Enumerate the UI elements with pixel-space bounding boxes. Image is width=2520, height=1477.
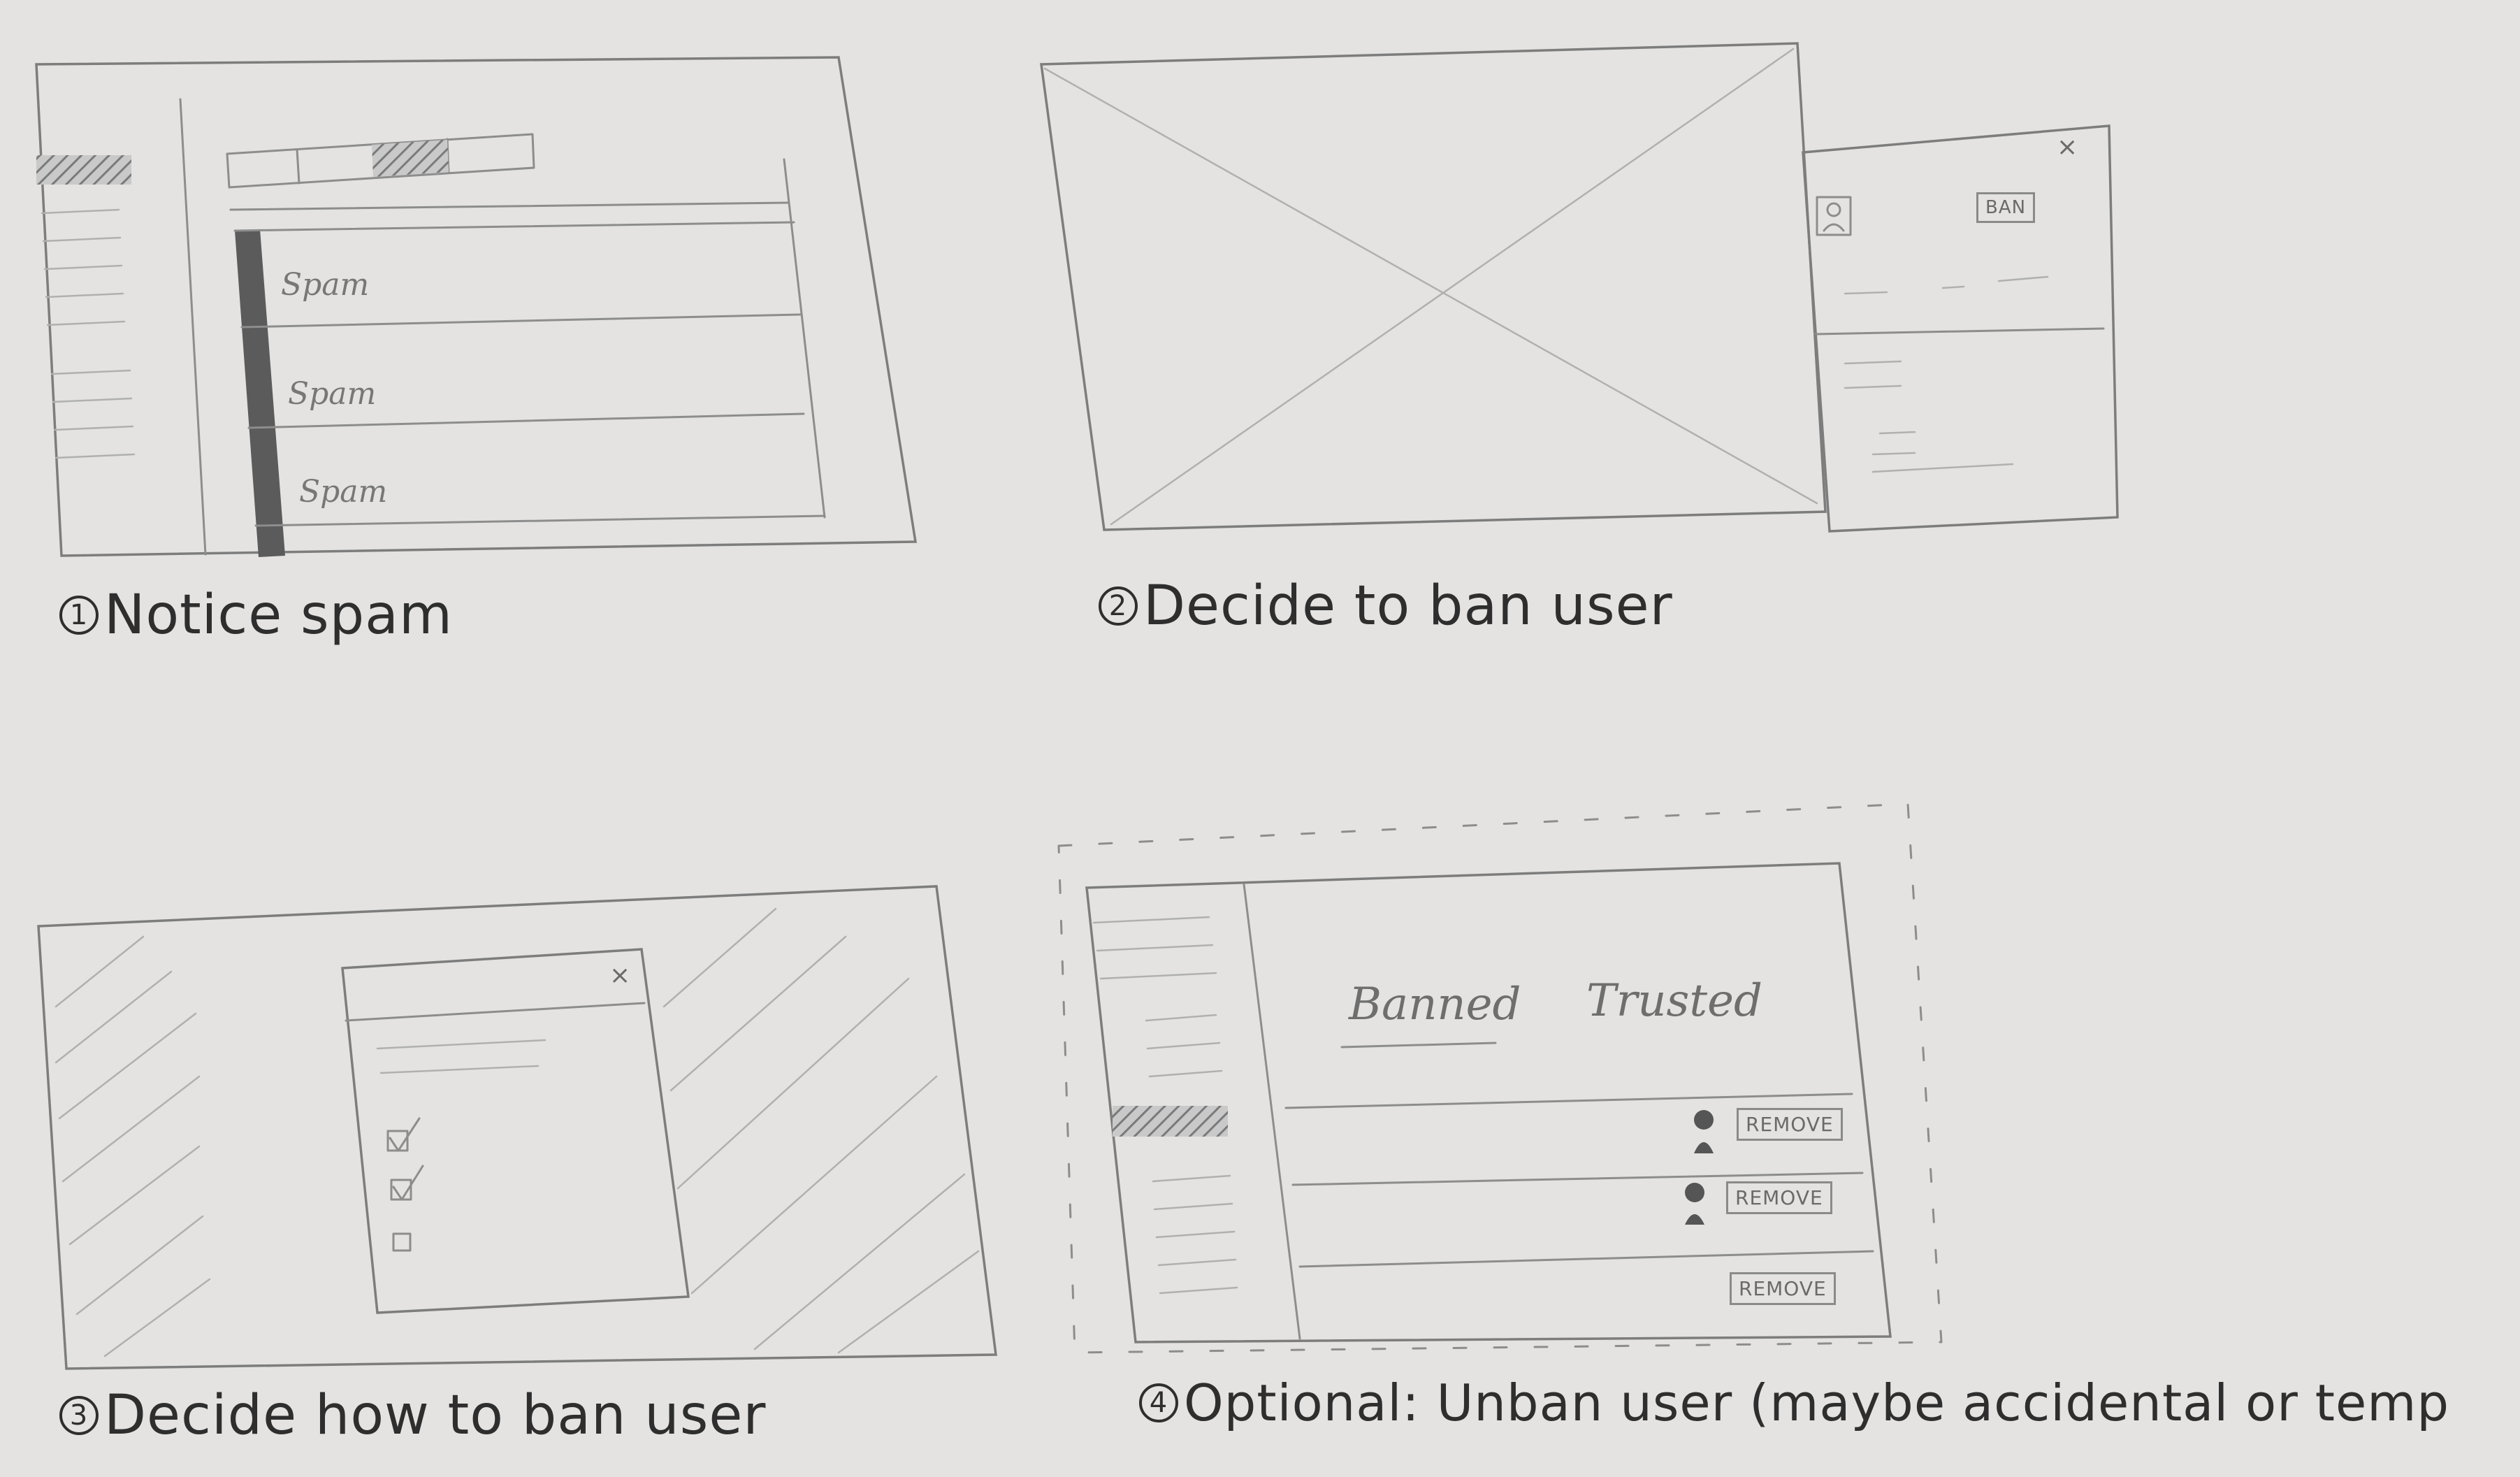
optional-dashed-frame xyxy=(1057,802,1943,1354)
dialog-text-lines xyxy=(376,1039,546,1074)
step-number: 2 xyxy=(1099,586,1138,626)
row-divider-2 xyxy=(240,313,802,329)
overlay-hatching xyxy=(55,907,980,1357)
caption-step-2: 2 Decide to ban user xyxy=(1099,575,1673,637)
sidebar-items xyxy=(41,208,136,459)
spam-row-2: Spam xyxy=(288,376,376,412)
list-right-edge xyxy=(783,158,826,519)
panel4-frame xyxy=(1085,862,1892,1343)
list-divider-1 xyxy=(1284,1093,1853,1109)
caption-step-1: 1 Notice spam xyxy=(59,584,453,647)
tab-banned[interactable]: Banned xyxy=(1349,979,1521,1030)
panel2-image-frame xyxy=(1040,42,1827,531)
caption-text: Decide how to ban user xyxy=(104,1384,767,1447)
tab-trusted[interactable]: Trusted xyxy=(1586,975,1762,1027)
panel1-frame xyxy=(35,56,918,557)
user-icon xyxy=(1816,196,1852,236)
tab-bar xyxy=(226,133,535,189)
dialog-close-icon[interactable]: × xyxy=(609,961,631,990)
panel4-sidebar-selected xyxy=(1113,1106,1228,1137)
checkbox-3[interactable] xyxy=(392,1232,412,1252)
drawer-close-icon[interactable]: × xyxy=(2057,133,2078,161)
remove-button-1[interactable]: REMOVE xyxy=(1737,1108,1843,1141)
avatar-icon-1 xyxy=(1694,1110,1714,1153)
dialog-header-line xyxy=(345,1002,646,1022)
row-divider-3 xyxy=(247,412,805,429)
panel-unban xyxy=(1057,802,1943,1354)
spam-row-1: Spam xyxy=(281,267,369,303)
panel3-frame xyxy=(37,885,997,1370)
checkbox-2[interactable] xyxy=(390,1165,424,1201)
checkbox-1[interactable] xyxy=(386,1117,421,1152)
list-header-line xyxy=(229,201,790,211)
caption-text: Notice spam xyxy=(104,584,453,647)
avatar-icon-2 xyxy=(1685,1183,1704,1225)
caption-step-4: 4 Optional: Unban user (maybe accidental… xyxy=(1139,1374,2449,1432)
panel-decide-ban xyxy=(1040,42,2119,533)
panel4-sidebar-items xyxy=(1092,916,1238,1295)
caption-step-3: 3 Decide how to ban user xyxy=(59,1384,766,1447)
remove-button-2[interactable]: REMOVE xyxy=(1726,1181,1832,1214)
row-divider-4 xyxy=(254,514,826,527)
step-number: 4 xyxy=(1139,1383,1178,1422)
caption-text: Optional: Unban user (maybe accidental o… xyxy=(1184,1374,2450,1432)
placeholder-diagonal-2 xyxy=(1110,48,1795,526)
side-drawer xyxy=(1802,124,2119,533)
row-divider-1 xyxy=(233,221,795,232)
drawer-divider xyxy=(1814,327,2105,336)
caption-text: Decide to ban user xyxy=(1143,575,1673,637)
banned-tab-underline xyxy=(1340,1042,1497,1049)
spam-row-3: Spam xyxy=(299,474,387,510)
remove-button-3[interactable]: REMOVE xyxy=(1730,1272,1836,1305)
tab-active xyxy=(372,140,449,177)
list-divider-3 xyxy=(1298,1250,1874,1268)
list-divider-2 xyxy=(1291,1172,1864,1186)
step-number: 1 xyxy=(59,596,99,635)
panel-notice-spam: Spam Spam Spam xyxy=(35,56,918,557)
step-number: 3 xyxy=(59,1396,99,1435)
ban-button[interactable]: BAN xyxy=(1976,192,2036,223)
panel-decide-how xyxy=(37,885,997,1370)
drawer-lines xyxy=(1844,275,2049,473)
ban-dialog xyxy=(341,948,690,1314)
sidebar-selected-item xyxy=(36,155,131,185)
spam-highlight-bar xyxy=(235,229,285,557)
panel1-sidebar-divider xyxy=(179,98,207,556)
panel4-sidebar-divider xyxy=(1243,883,1301,1340)
placeholder-diagonal-1 xyxy=(1043,67,1818,505)
